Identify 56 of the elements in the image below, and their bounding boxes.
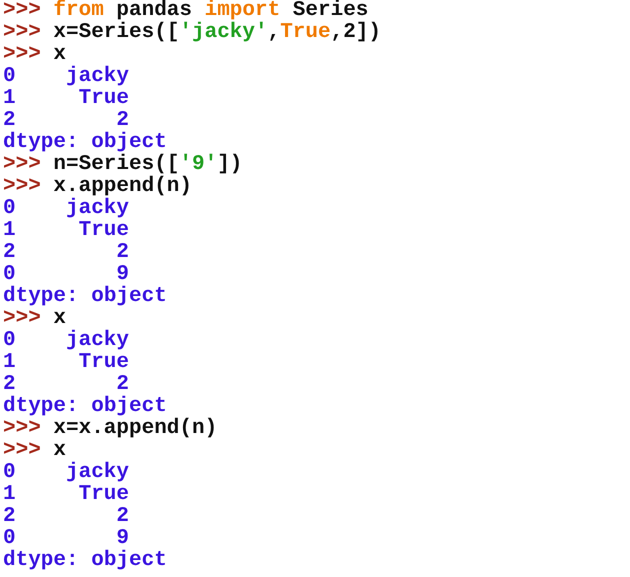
output-text: 2 <box>116 110 129 132</box>
prompt-marker: >>> <box>3 154 41 176</box>
output-text: 1 <box>3 352 16 374</box>
output-text: True <box>78 484 130 506</box>
code-text: x=x.append(n) <box>53 418 218 440</box>
code-text: ]) <box>217 154 242 176</box>
output-text: jacky <box>66 462 130 484</box>
output-text: 2 <box>3 242 16 264</box>
output-text: 2 <box>3 506 16 528</box>
code-text: , <box>268 22 280 44</box>
prompt-marker: >>> <box>3 418 41 440</box>
output-text: 0 <box>3 264 16 286</box>
output-text: 0 <box>3 462 16 484</box>
output-text: True <box>78 352 130 374</box>
output-text: jacky <box>66 330 130 352</box>
output-text: dtype: object <box>3 286 167 308</box>
output-text: jacky <box>66 198 130 220</box>
code-keyword: True <box>280 22 331 44</box>
prompt-marker: >>> <box>3 308 41 330</box>
output-text: dtype: object <box>3 396 167 418</box>
code-text: n=Series([ <box>53 154 180 176</box>
code-text: x <box>53 440 66 462</box>
prompt-marker: >>> <box>3 22 41 44</box>
prompt-marker: >>> <box>3 0 41 22</box>
code-text: x <box>53 308 66 330</box>
output-text: True <box>78 220 130 242</box>
code-keyword: import <box>204 0 280 22</box>
output-text: 9 <box>116 528 129 550</box>
output-text: 2 <box>116 506 129 528</box>
output-text: 0 <box>3 528 16 550</box>
code-text: x <box>53 44 66 66</box>
output-text: dtype: object <box>3 550 167 572</box>
string-literal: 'jacky' <box>179 22 268 44</box>
output-text: True <box>78 88 130 110</box>
output-text: 2 <box>116 374 129 396</box>
output-text: 1 <box>3 220 16 242</box>
prompt-marker: >>> <box>3 440 41 462</box>
output-text: 2 <box>116 242 129 264</box>
string-literal: '9' <box>179 154 218 176</box>
code-text: x=Series([ <box>53 22 180 44</box>
prompt-marker: >>> <box>3 176 41 198</box>
output-text: 1 <box>3 484 16 506</box>
output-text: 0 <box>3 198 16 220</box>
code-text: ,2]) <box>330 22 382 44</box>
code-text: x.append(n) <box>53 176 192 198</box>
output-text: 0 <box>3 66 16 88</box>
code-text: Series <box>292 0 368 22</box>
prompt-marker: >>> <box>3 44 41 66</box>
output-text: 9 <box>116 264 129 286</box>
output-text: jacky <box>66 66 130 88</box>
output-text: 0 <box>3 330 16 352</box>
output-text: 2 <box>3 110 16 132</box>
code-text: pandas <box>116 0 192 22</box>
output-text: dtype: object <box>3 132 167 154</box>
output-text: 1 <box>3 88 16 110</box>
output-text: 2 <box>3 374 16 396</box>
